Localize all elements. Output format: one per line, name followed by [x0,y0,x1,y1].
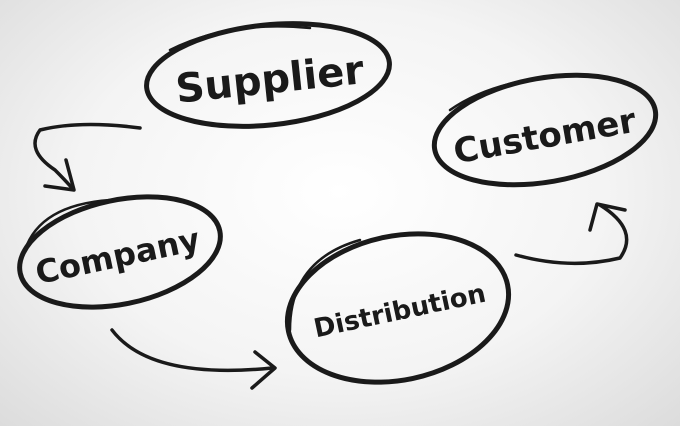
node-supplier: Supplier [144,21,392,129]
node-distribution: Distribution [284,231,512,385]
customer-sketch-stroke [448,73,592,112]
supplier-sketch-stroke [168,25,312,52]
node-company: Company [17,194,223,310]
arrow-supplier-to-company [33,122,142,192]
arrow-company-to-distribution [110,328,277,390]
arrow-distribution-to-customer [514,202,629,266]
supplier-label: Supplier [173,47,366,113]
node-customer: Customer [431,72,659,188]
distribution-ellipse [284,231,512,385]
supplier-ellipse [144,21,392,129]
distribution-sketch-stroke [288,238,362,332]
distribution-label: Distribution [311,279,488,345]
company-sketch-stroke [23,198,112,252]
company-label: Company [32,220,203,292]
